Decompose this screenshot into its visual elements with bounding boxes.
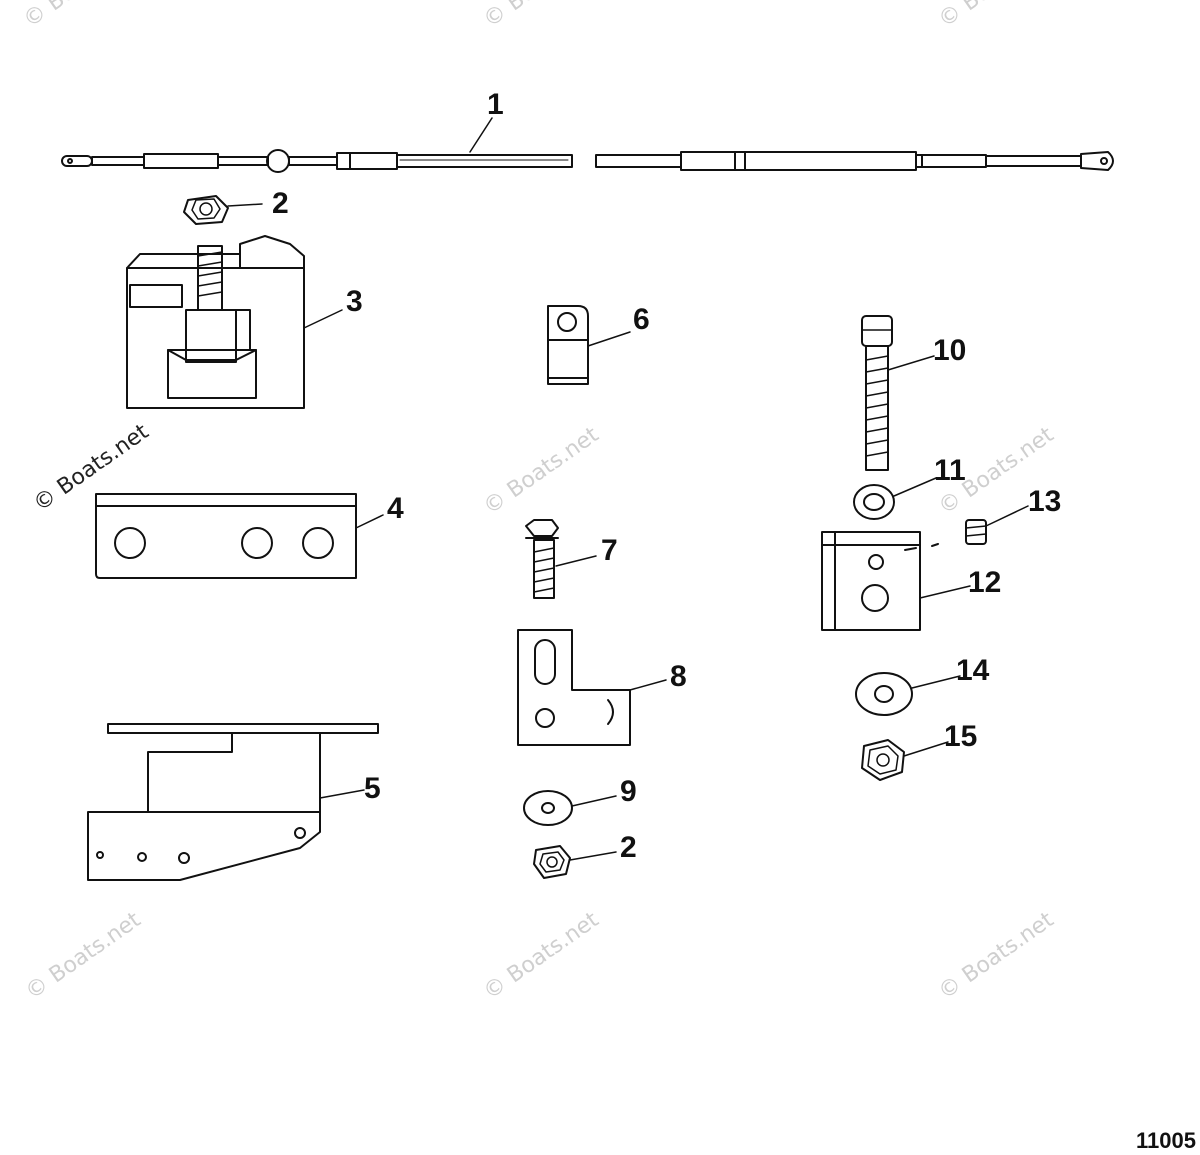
callout-1: 1 <box>487 88 504 121</box>
part-4-plate <box>95 493 357 579</box>
part-7-bolt <box>525 519 559 599</box>
callout-4: 4 <box>387 492 404 525</box>
watermark-dark: © Boats.net <box>29 419 154 517</box>
part-8-l-bracket <box>517 629 631 746</box>
callout-13: 13 <box>1028 485 1061 518</box>
part-5-bracket <box>87 723 379 881</box>
callout-7: 7 <box>601 534 618 567</box>
part-3-clamp <box>126 235 305 409</box>
part-15-nut <box>861 739 905 781</box>
callout-6: 6 <box>633 303 650 336</box>
watermark: © Boats.net <box>479 422 604 520</box>
watermark: © Boats.net <box>479 907 604 1005</box>
part-11-washer <box>853 484 895 520</box>
part-10-long-bolt <box>861 315 893 471</box>
callout-9: 9 <box>620 775 637 808</box>
callout-2: 2 <box>620 831 637 864</box>
part-2-nut <box>183 195 229 225</box>
part-1-cable <box>61 149 1114 173</box>
callout-3: 3 <box>346 285 363 318</box>
part-2-nut-lower <box>533 845 571 879</box>
watermark: © Boats.net <box>479 0 604 33</box>
watermark: © Boats.net <box>934 907 1059 1005</box>
watermark: © Boats.net <box>19 0 144 33</box>
callout-15: 15 <box>944 720 977 753</box>
callout-2: 2 <box>272 187 289 220</box>
callouts: 1 2 3 4 5 6 7 8 9 2 10 11 13 12 14 15 <box>272 88 1061 864</box>
callout-10: 10 <box>933 334 966 367</box>
leader-lines <box>227 117 1029 861</box>
callout-12: 12 <box>968 566 1001 599</box>
callout-11: 11 <box>934 454 966 487</box>
callout-14: 14 <box>956 654 990 687</box>
part-12-block <box>821 531 939 631</box>
part-13-set-screw <box>965 519 987 545</box>
part-9-washer <box>523 790 573 826</box>
callout-8: 8 <box>670 660 687 693</box>
figure-number: 11005 <box>1136 1128 1196 1153</box>
watermarks: © Boats.net © Boats.net © Boats.net © Bo… <box>19 0 1059 1005</box>
part-6-clip <box>547 305 589 385</box>
watermark: © Boats.net <box>21 907 146 1005</box>
part-14-washer <box>855 672 913 716</box>
callout-5: 5 <box>364 772 381 805</box>
watermark: © Boats.net <box>934 0 1059 33</box>
